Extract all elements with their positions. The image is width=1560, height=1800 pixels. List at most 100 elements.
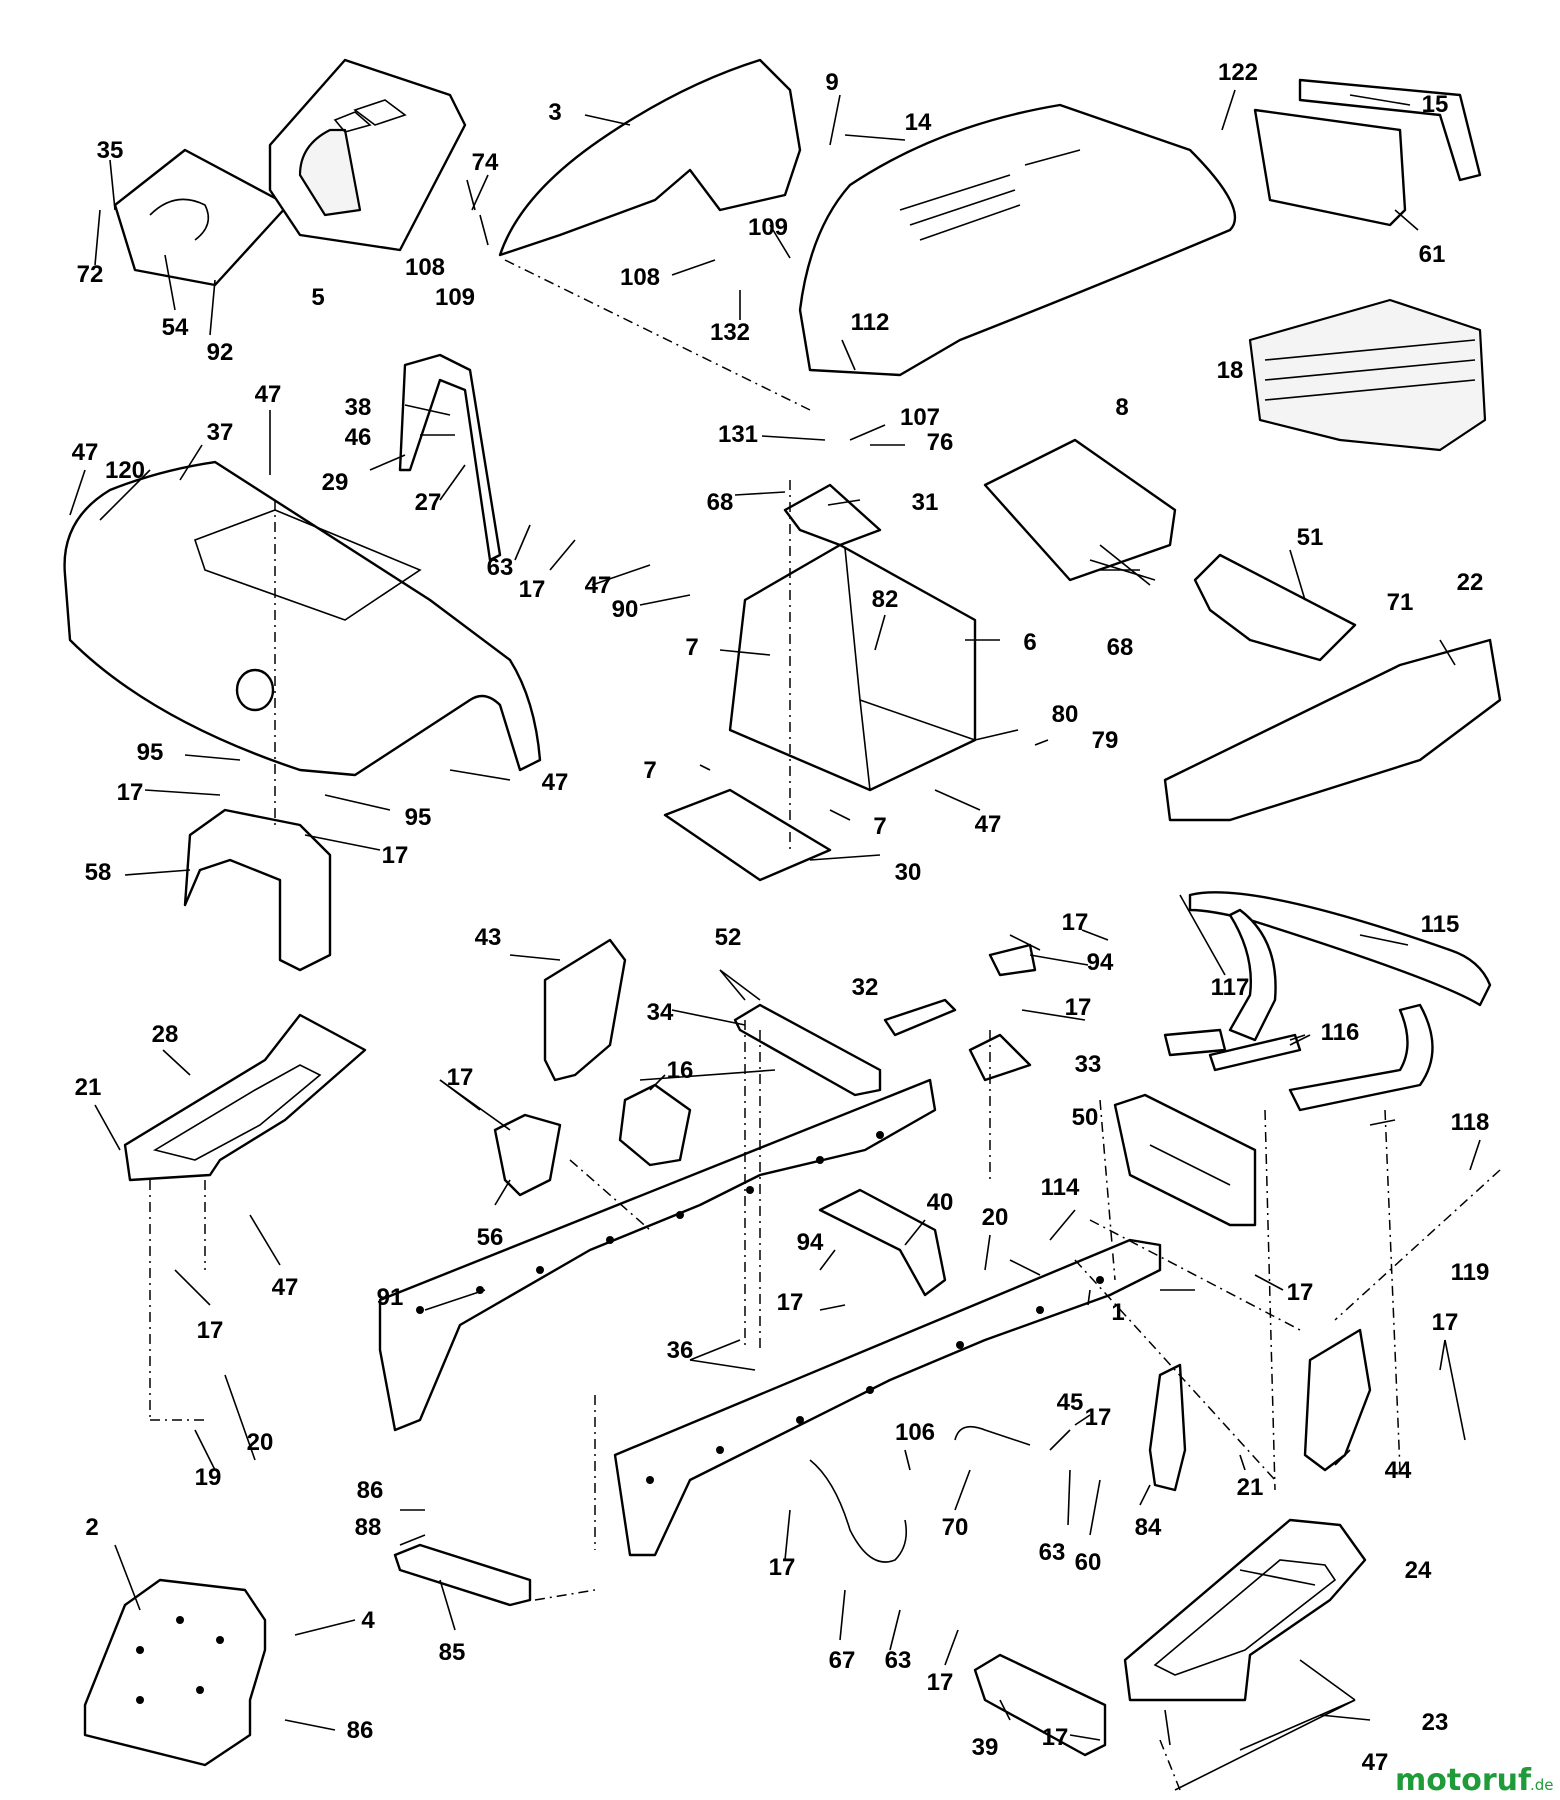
callout-labels: 3 9 14 122 15 61 18 35 72 54 92 5 74 108… bbox=[72, 59, 1490, 1776]
callout-28: 28 bbox=[152, 1021, 179, 1048]
callout-27: 27 bbox=[415, 489, 442, 516]
callout-47f: 47 bbox=[272, 1274, 299, 1301]
callout-38: 38 bbox=[345, 394, 372, 421]
callout-47c: 47 bbox=[585, 572, 612, 599]
callout-20a: 20 bbox=[982, 1204, 1009, 1231]
callout-114: 114 bbox=[1041, 1174, 1080, 1201]
callout-71: 71 bbox=[1387, 589, 1414, 616]
callout-43: 43 bbox=[475, 924, 502, 951]
part-15-bracket bbox=[1298, 78, 1482, 182]
callout-47d: 47 bbox=[975, 811, 1002, 838]
callout-17i: 17 bbox=[777, 1289, 804, 1316]
part-1-main-frame bbox=[613, 1238, 1162, 1557]
callout-17a: 17 bbox=[519, 576, 546, 603]
part-44-bracket bbox=[1303, 1328, 1372, 1472]
callout-94a: 94 bbox=[1087, 949, 1114, 976]
callout-47g: 47 bbox=[1362, 1749, 1389, 1776]
part-31-bracket bbox=[783, 483, 882, 547]
callout-76: 76 bbox=[927, 429, 954, 456]
callout-36: 36 bbox=[667, 1337, 694, 1364]
callout-31: 31 bbox=[912, 489, 939, 516]
callout-39: 39 bbox=[972, 1734, 999, 1761]
callout-17m: 17 bbox=[927, 1669, 954, 1696]
part-50-bracket bbox=[1113, 1093, 1257, 1227]
part-40-bracket bbox=[818, 1188, 947, 1297]
callout-107: 107 bbox=[900, 404, 940, 431]
callout-47a: 47 bbox=[72, 439, 99, 466]
callout-109b: 109 bbox=[748, 214, 788, 241]
callout-37: 37 bbox=[207, 419, 234, 446]
callout-7a: 7 bbox=[685, 634, 698, 661]
callout-54: 54 bbox=[162, 314, 189, 341]
part-14-hood bbox=[798, 103, 1237, 377]
part-24-footrest bbox=[1123, 1518, 1367, 1702]
callout-17b: 17 bbox=[117, 779, 144, 806]
callout-131: 131 bbox=[718, 421, 758, 448]
callout-22: 22 bbox=[1457, 569, 1484, 596]
callout-112: 112 bbox=[851, 309, 890, 336]
callout-91: 91 bbox=[377, 1284, 404, 1311]
callout-120: 120 bbox=[105, 457, 145, 484]
callout-20b: 20 bbox=[247, 1429, 274, 1456]
callout-108b: 108 bbox=[620, 264, 660, 291]
part-92-dash-cover bbox=[113, 148, 290, 287]
callout-86a: 86 bbox=[357, 1477, 384, 1504]
callout-122: 122 bbox=[1218, 59, 1258, 86]
part-43-plate bbox=[543, 938, 627, 1082]
callout-23: 23 bbox=[1422, 1709, 1449, 1736]
callout-85: 85 bbox=[439, 1639, 466, 1666]
callout-47b: 47 bbox=[255, 381, 282, 408]
callout-95a: 95 bbox=[137, 739, 164, 766]
callout-117: 117 bbox=[1211, 974, 1250, 1001]
callout-63a: 63 bbox=[487, 554, 514, 581]
part-61-bracket bbox=[1253, 108, 1407, 227]
callout-84: 84 bbox=[1135, 1514, 1162, 1541]
watermark-suffix: .de bbox=[1530, 1776, 1554, 1794]
callout-17j: 17 bbox=[1432, 1309, 1459, 1336]
callout-52: 52 bbox=[715, 924, 742, 951]
callout-44: 44 bbox=[1385, 1457, 1412, 1484]
callout-7c: 7 bbox=[873, 813, 886, 840]
part-18-grille bbox=[1248, 298, 1487, 452]
callout-80: 80 bbox=[1052, 701, 1079, 728]
callout-19: 19 bbox=[195, 1464, 222, 1491]
callout-119: 119 bbox=[1451, 1259, 1490, 1286]
callout-7b: 7 bbox=[643, 757, 656, 784]
callout-5: 5 bbox=[311, 284, 324, 311]
part-94-clip bbox=[988, 943, 1037, 977]
callout-67: 67 bbox=[829, 1647, 856, 1674]
callout-4: 4 bbox=[361, 1607, 375, 1634]
callout-30: 30 bbox=[895, 859, 922, 886]
callout-2: 2 bbox=[85, 1514, 98, 1541]
callout-50: 50 bbox=[1072, 1104, 1099, 1131]
callout-6: 6 bbox=[1023, 629, 1036, 656]
callout-72: 72 bbox=[77, 261, 104, 288]
part-84-lever bbox=[1148, 1363, 1187, 1492]
callout-58: 58 bbox=[85, 859, 112, 886]
callout-68a: 68 bbox=[707, 489, 734, 516]
part-32-bracket bbox=[883, 998, 957, 1037]
part-67-cable bbox=[809, 1459, 908, 1563]
callout-68b: 68 bbox=[1107, 634, 1134, 661]
part-116-strip bbox=[1208, 1033, 1302, 1072]
watermark-brand: motoruf bbox=[1395, 1763, 1532, 1798]
callout-17n: 17 bbox=[1042, 1724, 1069, 1751]
part-6-dash-panel bbox=[728, 543, 977, 792]
callout-33: 33 bbox=[1075, 1051, 1102, 1078]
callout-95b: 95 bbox=[405, 804, 432, 831]
part-28-footrest bbox=[123, 1013, 367, 1182]
part-39-bracket bbox=[973, 1653, 1107, 1757]
callout-47e: 47 bbox=[542, 769, 569, 796]
part-91-frame-rail bbox=[378, 1078, 937, 1432]
callout-9: 9 bbox=[825, 69, 838, 96]
callout-32: 32 bbox=[852, 974, 879, 1001]
assembly-lines bbox=[149, 259, 1501, 1791]
callout-8: 8 bbox=[1115, 394, 1128, 421]
part-34-bracket bbox=[733, 1003, 882, 1097]
part-70-pin bbox=[954, 1425, 1031, 1446]
part-71-bracket bbox=[1193, 553, 1357, 662]
part-16-grommet bbox=[618, 1083, 692, 1167]
callout-29: 29 bbox=[322, 469, 349, 496]
frame-holes bbox=[136, 1131, 1104, 1704]
